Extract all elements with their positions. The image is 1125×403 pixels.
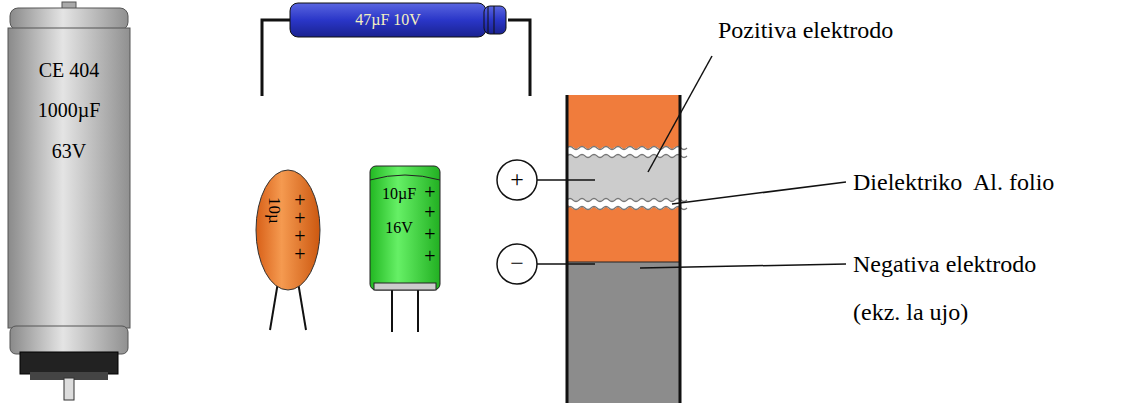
polarity-mark: + xyxy=(294,244,305,264)
polarity-mark: + xyxy=(424,182,435,202)
capacitor-marking: 10µF xyxy=(382,186,416,202)
polarity-mark: + xyxy=(294,190,305,210)
capacitor-marking: 47µF 10V xyxy=(355,12,421,28)
polarity-mark: + xyxy=(510,167,524,191)
capacitor-marking: 63V xyxy=(52,141,86,161)
tantalum-capacitor xyxy=(256,170,320,330)
terminal-symbol: − xyxy=(497,244,537,284)
leader-line xyxy=(537,179,595,181)
cross-section xyxy=(567,95,687,403)
leader-line xyxy=(537,263,595,265)
radial-capacitor-body: 10µF16V++++ xyxy=(370,166,440,290)
polarity-mark: + xyxy=(424,246,435,266)
capacitor-marking: 1000µF xyxy=(38,100,101,120)
polarity-mark: + xyxy=(424,224,435,244)
part-label: Negativa elektrodo xyxy=(853,252,1036,276)
dielectric-foil xyxy=(567,199,687,202)
terminal-symbol: + xyxy=(497,160,537,200)
polarity-mark: + xyxy=(424,202,435,222)
capacitor-marking: 10µ xyxy=(265,197,282,224)
dielectric-foil xyxy=(567,203,687,206)
leader-line xyxy=(672,182,846,204)
radial-capacitor xyxy=(370,166,440,332)
tantalum-capacitor-body: 10µ++++ xyxy=(256,170,320,290)
part-label: Pozitiva elektrodo xyxy=(718,18,893,42)
leader-line xyxy=(648,56,712,172)
part-label: (ekz. la ujo) xyxy=(853,300,968,324)
can-capacitor-body: CE 404 1000µF 63V xyxy=(8,28,130,328)
terminal-circle xyxy=(497,160,537,200)
axial-capacitor xyxy=(262,3,530,96)
dielectric-foil xyxy=(567,151,687,154)
part-label: Dielektriko Al. folio xyxy=(853,170,1054,194)
capacitor-marking: CE 404 xyxy=(39,60,100,80)
capacitor-marking: 16V xyxy=(385,220,413,236)
terminal-circle xyxy=(497,244,537,284)
leader-line xyxy=(640,264,846,268)
axial-capacitor-body: 47µF 10V xyxy=(290,3,486,37)
dielectric-foil xyxy=(567,147,687,150)
polarity-mark: + xyxy=(294,226,305,246)
dielectric-foil xyxy=(567,207,687,210)
dielectric-foil xyxy=(567,155,687,158)
can-capacitor xyxy=(8,2,130,400)
polarity-mark: + xyxy=(294,208,305,228)
polarity-mark: − xyxy=(510,251,524,275)
